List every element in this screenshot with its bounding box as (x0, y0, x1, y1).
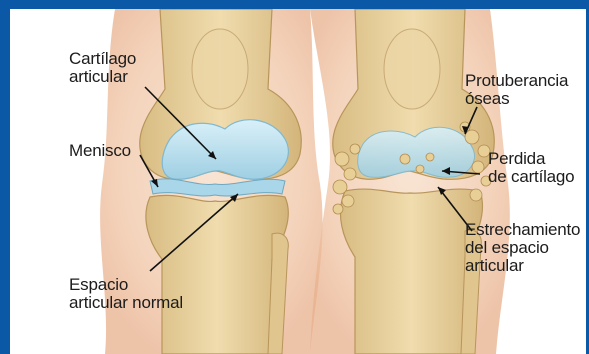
label-espacio-articular-normal: Espacio articular normal (69, 276, 183, 312)
arthritic-knee (310, 9, 510, 354)
normal-cartilage (162, 120, 288, 180)
label-estrechamiento: Estrechamiento del espacio articular (465, 221, 580, 275)
illustration-panel: Cartílago articular Menisco Espacio arti… (10, 9, 586, 354)
label-perdida-de-cartilago: Perdida de cartílago (488, 150, 574, 186)
label-cartilago-articular: Cartílago articular (69, 50, 136, 86)
label-protuberancia-oseas: Protuberancia óseas (465, 72, 568, 108)
normal-tibia (146, 195, 288, 354)
arthritic-tibia (340, 189, 482, 354)
label-menisco: Menisco (69, 142, 131, 160)
